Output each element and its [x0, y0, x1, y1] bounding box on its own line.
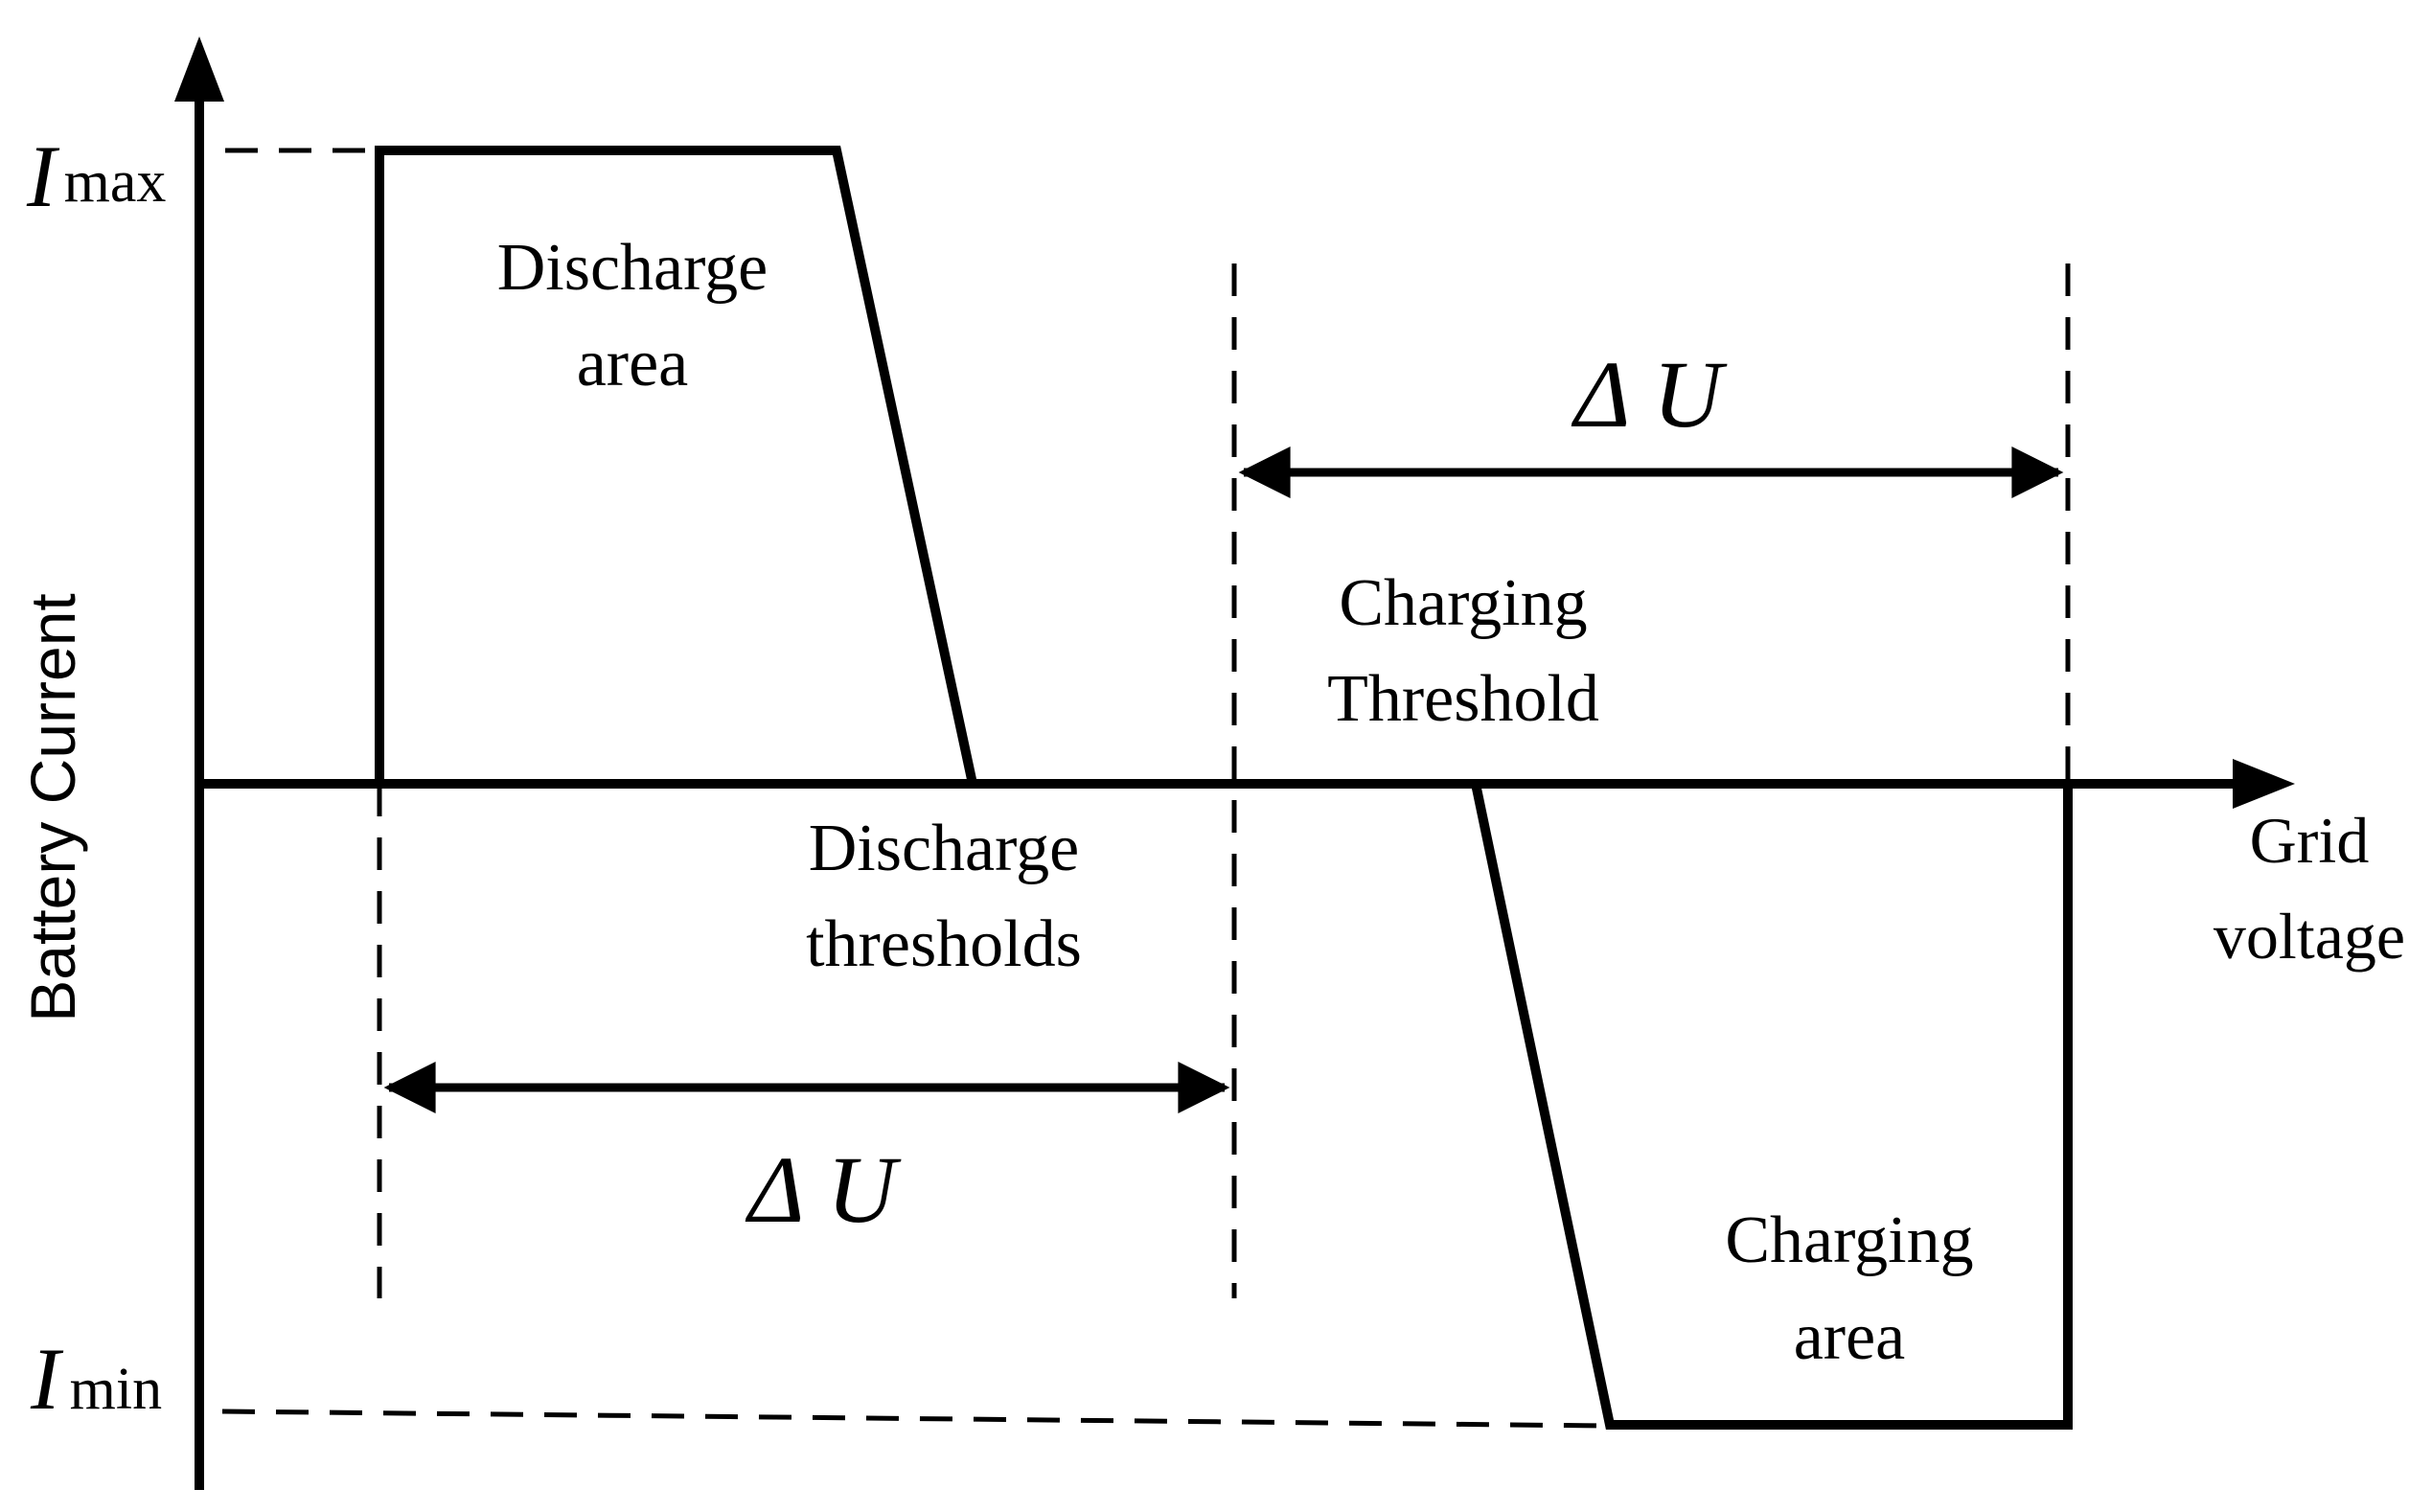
discharge-thresholds-label-line2: thresholds: [806, 907, 1082, 981]
i-min-subscript: min: [70, 1357, 162, 1422]
discharge-thresholds-label-line1: Discharge: [809, 812, 1080, 885]
discharge-characteristic-curve: [375, 146, 977, 786]
charging-area-label-line1: Charging: [1725, 1203, 1973, 1277]
x-axis-arrowhead: [2233, 759, 2295, 809]
i-min-symbol: I: [30, 1330, 64, 1428]
charging-characteristic-curve: [1471, 782, 2073, 1430]
charging-threshold-label-line1: Charging: [1339, 566, 1587, 640]
x-axis-label-line1: Grid: [2250, 804, 2370, 877]
delta-u-upper-label: Δ U: [1571, 341, 1728, 447]
i-min-dashed-line: [221, 1409, 1606, 1429]
i-max-subscript: max: [64, 149, 167, 215]
charging-area-label-line2: area: [1794, 1300, 1906, 1374]
x-axis-label-line2: voltage: [2214, 900, 2405, 973]
charging-threshold-label-line2: Threshold: [1327, 662, 1599, 736]
delta-u-lower-label: Δ U: [745, 1136, 902, 1243]
y-axis-arrowhead: [174, 36, 224, 102]
y-axis-label: Battery Current: [17, 593, 88, 1022]
i-max-symbol: I: [26, 127, 60, 225]
discharge-area-label-line1: Discharge: [497, 231, 769, 305]
discharge-area-label-line2: area: [577, 327, 689, 401]
